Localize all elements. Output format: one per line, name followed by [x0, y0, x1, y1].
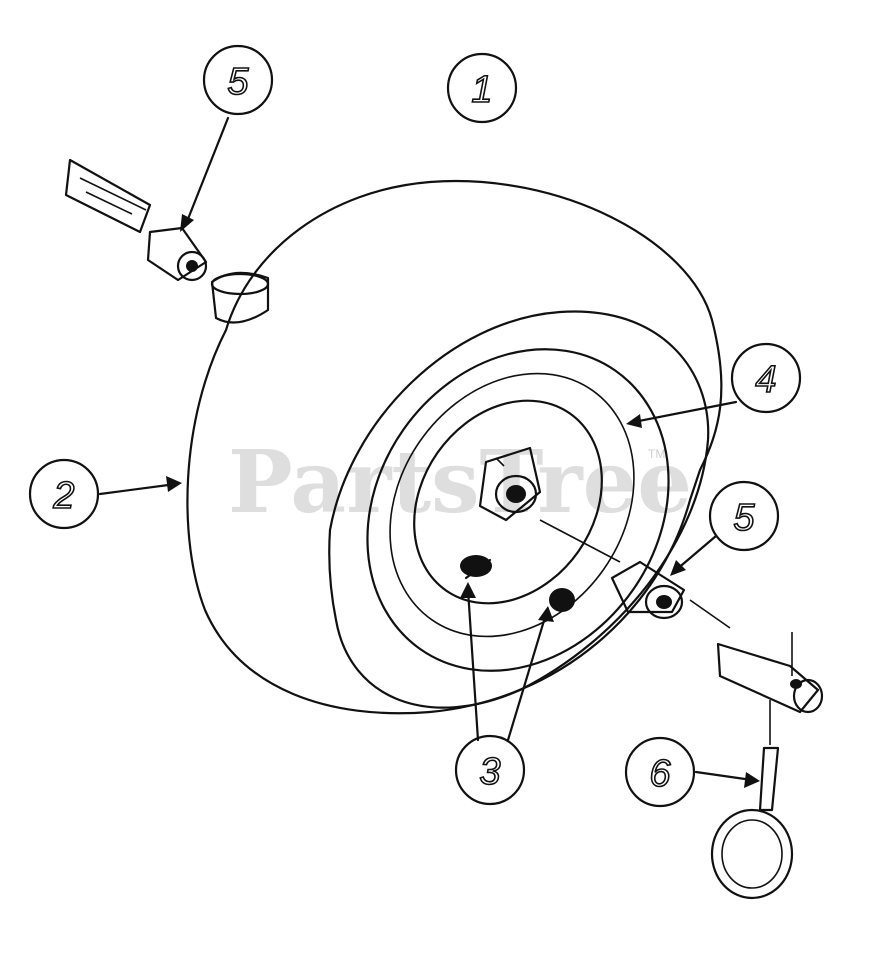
right-axle [539, 519, 731, 629]
bolts [460, 555, 575, 612]
left-axle [64, 158, 152, 234]
spacer-top [146, 226, 208, 282]
callout-3: 3 [454, 734, 526, 806]
callout-5-right: 5 [708, 480, 780, 552]
spacer-right [610, 560, 686, 620]
watermark-text: PartsTree [228, 432, 692, 533]
hitch-pin [710, 700, 794, 900]
callout-label: 5 [733, 497, 755, 539]
callout-5-top: 5 [202, 44, 274, 116]
callout-2: 2 [28, 458, 100, 530]
callout-label: 6 [649, 753, 671, 795]
callout-label: 2 [52, 475, 74, 517]
callout-6: 6 [624, 736, 696, 808]
axle-end [716, 632, 824, 714]
callout-4: 4 [730, 342, 802, 414]
callout-1: 1 [446, 52, 518, 124]
watermark-tm: TM [648, 447, 665, 461]
callout-label: 5 [227, 61, 249, 103]
callout-label: 4 [755, 359, 776, 401]
leader-lines [98, 116, 760, 788]
tire [186, 179, 723, 715]
callout-label: 1 [471, 69, 492, 111]
callout-label: 3 [479, 751, 500, 793]
hub-center [478, 446, 542, 522]
rim [366, 348, 670, 672]
